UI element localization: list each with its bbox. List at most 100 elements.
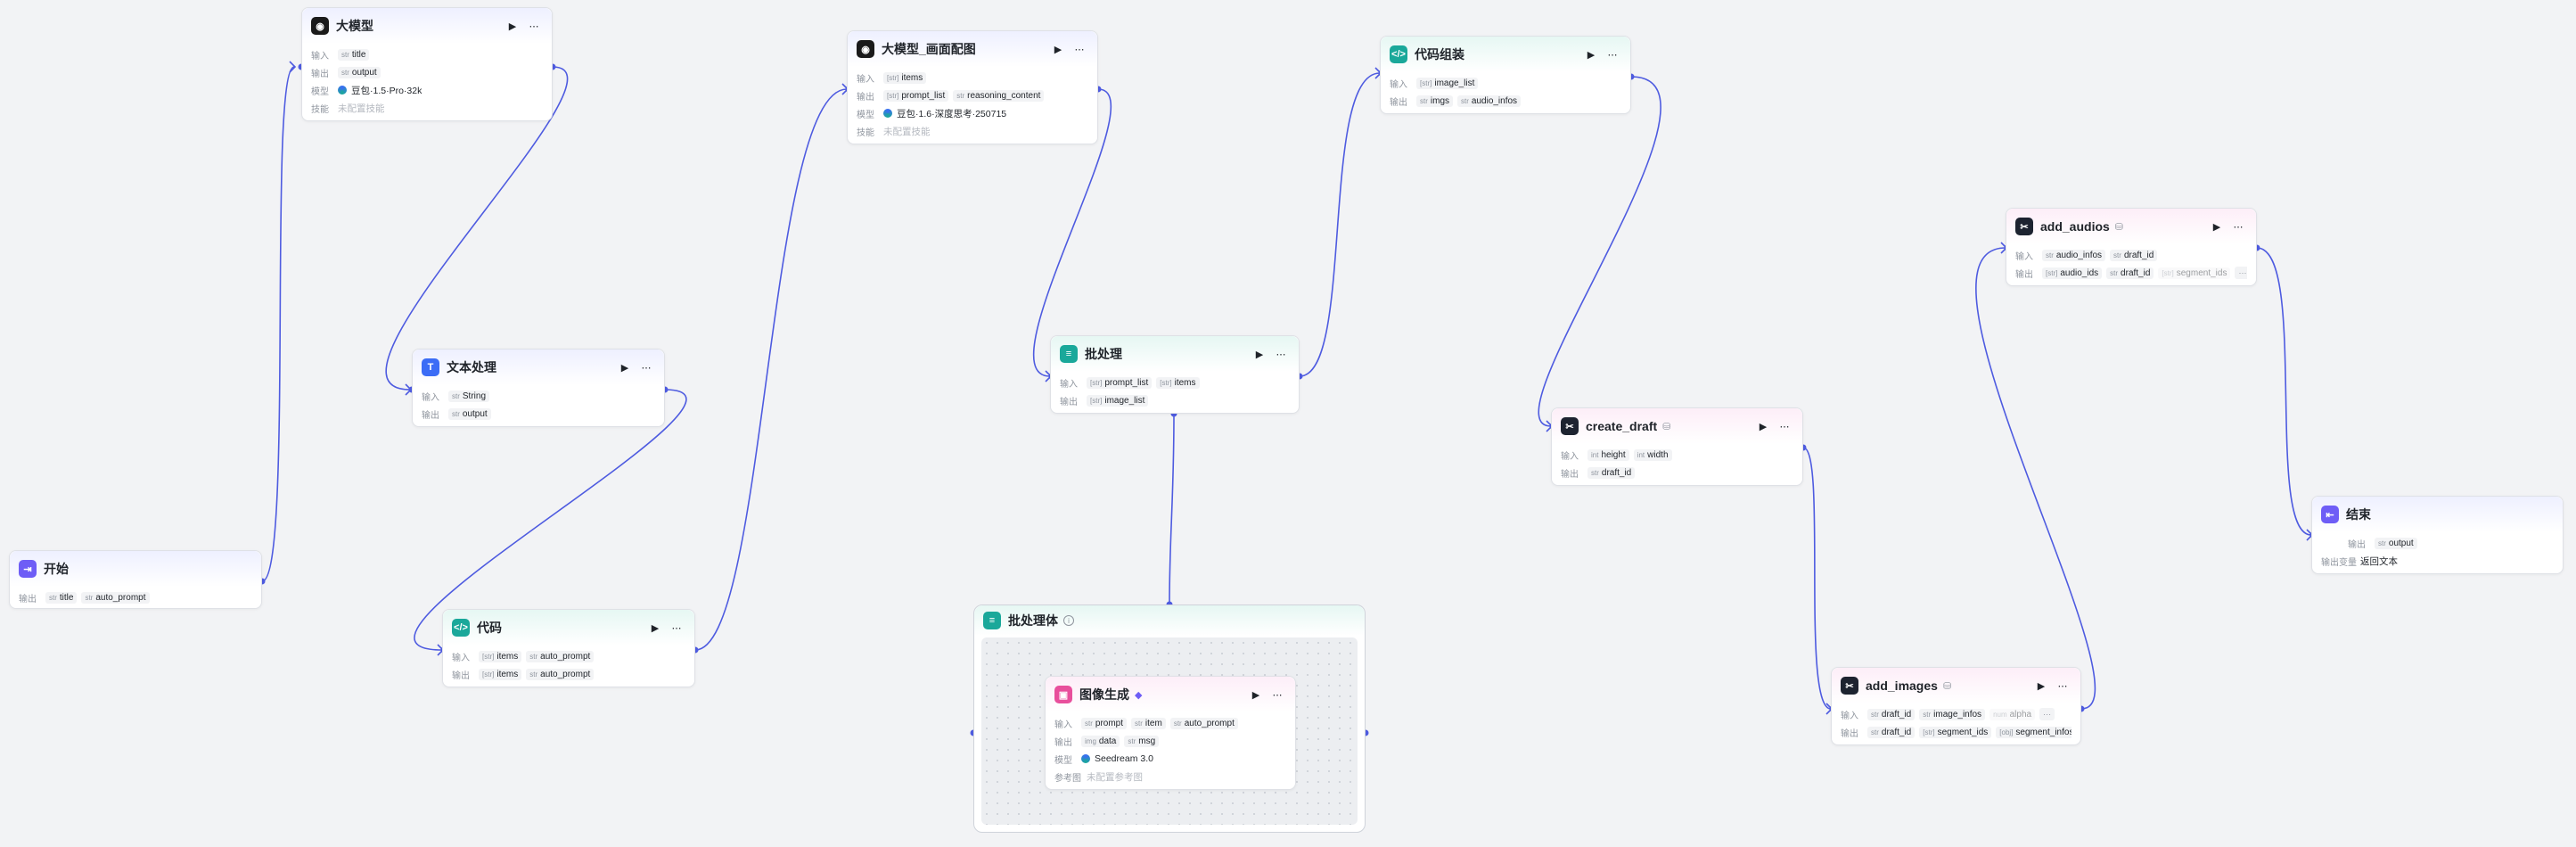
param-tag: [str]audio_ids	[2042, 267, 2103, 279]
node-title: 图像生成	[1079, 687, 1129, 702]
more-icon[interactable]: ⋯	[671, 622, 682, 634]
node-header[interactable]: ◉ 大模型_画面配图 ▶ ⋯	[848, 31, 1097, 67]
play-icon[interactable]: ▶	[620, 362, 629, 374]
node-header[interactable]: ✂ add_audios ⛁ ▶ ⋯	[2006, 209, 2256, 244]
input-label: 输入	[422, 392, 439, 403]
more-params-icon[interactable]: ···	[2235, 267, 2247, 279]
model-name: Seedream 3.0	[1095, 753, 1153, 764]
model-label: 模型	[857, 110, 874, 120]
node-title: 代码	[477, 621, 502, 635]
node-title: 批处理	[1085, 347, 1122, 361]
play-icon[interactable]: ▶	[651, 622, 660, 634]
node-title: create_draft	[1586, 419, 1658, 433]
input-label: 输入	[1390, 79, 1407, 90]
play-icon[interactable]: ▶	[2212, 221, 2221, 233]
node-header[interactable]: ✂ add_images ⛁ ▶ ⋯	[1832, 668, 2080, 703]
input-label: 输入	[2015, 251, 2033, 262]
node-header[interactable]: ◉ 大模型 ▶ ⋯	[302, 8, 552, 44]
loop-header[interactable]: ≡ 批处理体 i	[974, 605, 1365, 636]
node-header[interactable]: T 文本处理 ▶ ⋯	[413, 349, 664, 385]
edge-batch-loop	[1169, 413, 1175, 605]
output-text-value: 返回文本	[2360, 555, 2398, 567]
param-tag: [str]prompt_list	[1087, 376, 1153, 389]
more-icon[interactable]: ⋯	[1607, 49, 1618, 61]
node-header[interactable]: </> 代码 ▶ ⋯	[443, 610, 694, 646]
more-icon[interactable]: ⋯	[641, 362, 652, 374]
end-icon: ⇤	[2321, 506, 2339, 523]
input-label: 输入	[452, 653, 470, 663]
play-icon[interactable]: ▶	[1587, 49, 1596, 61]
play-icon[interactable]: ▶	[1251, 689, 1260, 701]
play-icon[interactable]: ▶	[508, 21, 517, 32]
output-label: 输出	[2348, 539, 2366, 550]
node-batch[interactable]: ≡ 批处理 ▶ ⋯ 输入[str]prompt_list[str]items 输…	[1050, 335, 1300, 414]
more-icon[interactable]: ⋯	[2233, 221, 2244, 233]
more-icon[interactable]: ⋯	[1276, 349, 1286, 360]
node-title: 开始	[44, 562, 69, 576]
model-label: 模型	[1054, 755, 1072, 766]
node-title: 大模型_画面配图	[882, 42, 976, 56]
more-icon[interactable]: ⋯	[2057, 680, 2068, 692]
model-icon	[338, 86, 347, 95]
code-icon: </>	[452, 619, 470, 637]
output-label: 输出	[19, 594, 37, 604]
play-icon[interactable]: ▶	[1255, 349, 1264, 360]
plugin-badge-icon: ⛁	[1942, 680, 1952, 692]
premium-icon: ◆	[1135, 689, 1143, 701]
input-label: 输入	[1054, 720, 1072, 730]
output-label: 输出	[1390, 97, 1407, 108]
output-label: 输出	[1054, 737, 1072, 748]
node-header[interactable]: ▣ 图像生成 ◆ ▶ ⋯	[1046, 677, 1295, 712]
node-header[interactable]: ✂ create_draft ⛁ ▶ ⋯	[1552, 408, 1802, 444]
play-icon[interactable]: ▶	[1759, 421, 1768, 432]
param-tag: [str]image_list	[1416, 77, 1479, 89]
info-icon[interactable]: i	[1063, 615, 1074, 626]
edge-batch-assemble	[1299, 72, 1381, 377]
more-icon[interactable]: ⋯	[1272, 689, 1283, 701]
skill-label: 技能	[857, 127, 874, 138]
output-label: 输出	[2015, 269, 2033, 280]
node-header[interactable]: </> 代码组装 ▶ ⋯	[1381, 37, 1630, 72]
output-label: 输出	[857, 92, 874, 103]
play-icon[interactable]: ▶	[1054, 44, 1062, 55]
plugin-badge-icon: ⛁	[1662, 421, 1671, 432]
image-gen-icon: ▣	[1054, 686, 1072, 703]
node-header[interactable]: ≡ 批处理 ▶ ⋯	[1051, 336, 1299, 372]
output-label: 输出	[1561, 469, 1579, 480]
more-icon[interactable]: ⋯	[1074, 44, 1085, 55]
more-icon[interactable]: ⋯	[529, 21, 539, 32]
more-icon[interactable]: ⋯	[1779, 421, 1790, 432]
play-icon[interactable]: ▶	[2037, 680, 2046, 692]
node-header[interactable]: ⇤ 结束	[2312, 497, 2563, 532]
node-llm-illustration[interactable]: ◉ 大模型_画面配图 ▶ ⋯ 输入[str]items 输出[str]promp…	[847, 30, 1098, 144]
more-params-icon[interactable]: ···	[2039, 708, 2055, 720]
output-var-label: 输出变量	[2321, 557, 2357, 568]
node-header[interactable]: ⇥ 开始	[10, 551, 261, 587]
